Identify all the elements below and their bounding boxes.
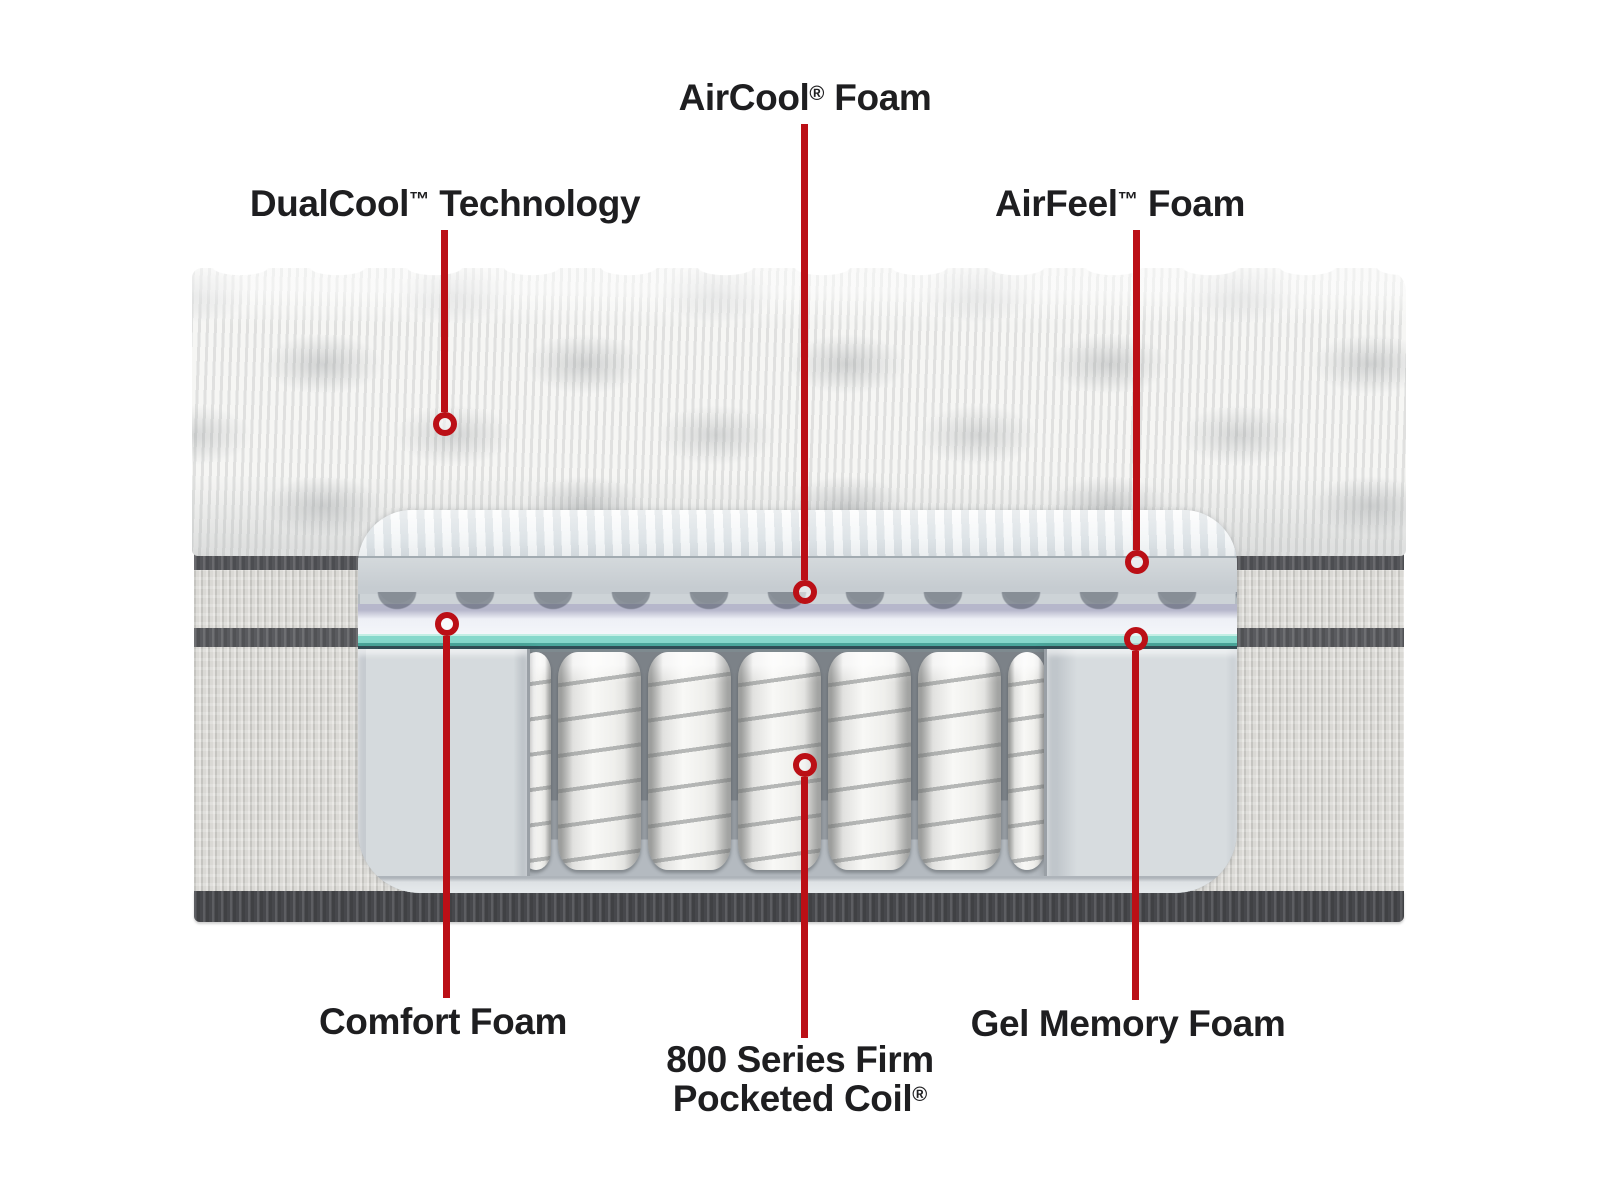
- coil-row: [521, 652, 1053, 870]
- registered-mark: ®: [809, 82, 825, 105]
- pocketed-coil: [558, 652, 641, 870]
- callout-gel-marker: [1124, 627, 1148, 651]
- panel-bottom-lip: [358, 876, 1237, 893]
- callout-gel-label: Gel Memory Foam: [970, 1003, 1286, 1044]
- callout-airfeel-marker: [1125, 550, 1149, 574]
- callout-comfort-marker: [435, 612, 459, 636]
- callout-comfort-label: Comfort Foam: [318, 1001, 568, 1042]
- pocketed-coil: [1008, 652, 1046, 870]
- mattress-bottom-border-band: [194, 891, 1404, 922]
- pocketed-coil: [828, 652, 911, 870]
- callout-coil-label-line1: 800 Series Firm: [666, 1039, 934, 1080]
- callout-coil-label: 800 Series Firm Pocketed Coil®: [560, 1039, 1040, 1120]
- callout-comfort-line: [443, 636, 450, 998]
- gel-memory-foam-layer: [358, 634, 1237, 649]
- trademark-mark: ™: [1117, 188, 1138, 211]
- callout-aircool-label: AirCool® Foam: [678, 77, 932, 118]
- airfeel-foam-layer: [358, 510, 1237, 558]
- trademark-mark: ™: [409, 188, 430, 211]
- callout-coil-marker: [793, 753, 817, 777]
- callout-gel-line: [1132, 651, 1139, 1000]
- callout-coil-line: [801, 777, 808, 1038]
- pocketed-coil: [918, 652, 1001, 870]
- callout-airfeel-label: AirFeel™ Foam: [995, 183, 1245, 224]
- callout-coil-label-line2: Pocketed Coil®: [672, 1078, 928, 1120]
- side-foam-rail-right: [1044, 649, 1237, 876]
- cutaway-panel: [358, 510, 1237, 893]
- callout-dualcool-line: [441, 230, 448, 412]
- quilted-pillow-top: [192, 267, 1406, 556]
- registered-mark: ®: [912, 1084, 928, 1107]
- callout-dualcool-marker: [433, 412, 457, 436]
- pocketed-coil: [648, 652, 731, 870]
- callout-dualcool-label: DualCool™ Technology: [249, 183, 641, 224]
- callout-aircool-marker: [793, 580, 817, 604]
- callout-airfeel-line: [1133, 230, 1140, 550]
- callout-aircool-line: [801, 124, 808, 580]
